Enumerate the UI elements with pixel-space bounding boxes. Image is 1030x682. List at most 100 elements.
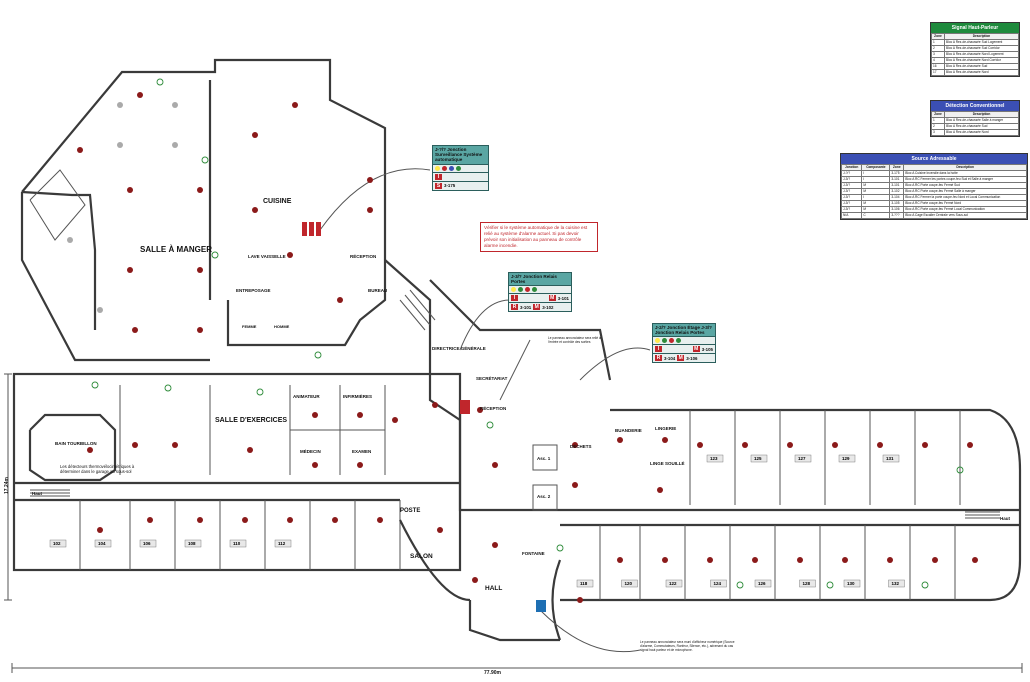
- table-cell: 17: [931, 69, 945, 76]
- room-number: 122: [669, 581, 677, 586]
- room-number: 130: [847, 581, 855, 586]
- room-number-box: [274, 539, 292, 548]
- letter-i-icon: I: [435, 173, 442, 180]
- green-dot-icon: [532, 287, 537, 293]
- table-cell: 3-???: [889, 212, 905, 219]
- room-reception-cuisine: RÉCEPTION: [350, 252, 376, 259]
- room-homme: HOMME: [274, 324, 290, 329]
- letter-m-icon: M: [533, 304, 541, 311]
- yellow-dot-icon: [511, 287, 516, 293]
- room-number: 102: [53, 541, 61, 546]
- room-number-box: [229, 539, 247, 548]
- green-dot-icon: [518, 287, 523, 293]
- legend-kitchen-zone: 3-175: [444, 183, 456, 189]
- green-dot-icon: [662, 338, 667, 344]
- room-lingerie: LINGERIE: [655, 426, 676, 431]
- room-number-box: [665, 579, 683, 588]
- table-cell: Bloc A Rez-de-chaussée Nord: [943, 69, 1020, 76]
- green-dot-icon: [456, 165, 461, 171]
- yellow-dot-icon: [655, 338, 660, 344]
- letter-m-icon: M: [548, 295, 556, 302]
- room-number: 124: [714, 581, 722, 586]
- legend-kitchen: J-?/? Jonction Surveillance Système auto…: [432, 145, 489, 191]
- room-number: 118: [580, 581, 588, 586]
- room-number: 131: [886, 456, 894, 461]
- extinguisher-icon: [302, 222, 546, 612]
- room-number-box: [139, 539, 157, 548]
- detectors: [67, 92, 978, 603]
- red-dot-icon: [442, 165, 447, 171]
- letter-r-icon: R: [655, 355, 662, 362]
- room-number-box: [710, 579, 727, 588]
- table-cell: Bloc A Cage Escalier Centrale vers Sous-…: [903, 212, 1027, 219]
- room-number-box: [882, 454, 900, 463]
- detectors-note: Les détecteurs thermovélocimétriques à d…: [60, 464, 135, 474]
- room-femme: FEMME: [242, 324, 257, 329]
- walls: [4, 58, 1023, 673]
- room-number: 120: [625, 581, 633, 586]
- room-asc1: Asc. 1: [537, 456, 551, 461]
- room-haut-right: Haut: [1000, 516, 1011, 521]
- room-hall: HALL: [485, 585, 502, 592]
- table-haut-parleur-title: Signal Haut-Parleur: [931, 23, 1019, 33]
- room-infirmieres: INFIRMIÈRES: [343, 392, 372, 399]
- room-linge-souille: LINGE SOUILLÉ: [650, 459, 685, 466]
- room-poste: POSTE: [400, 508, 420, 514]
- red-dot-icon: [525, 287, 530, 293]
- room-number-box: [843, 579, 861, 588]
- letter-m-icon: M: [692, 346, 700, 353]
- room-number-box: [621, 579, 638, 588]
- room-number: 112: [278, 541, 286, 546]
- legend-kitchen-title: J-?/? Jonction Surveillance Système auto…: [435, 147, 483, 163]
- room-fontaine: FONTAINE: [522, 551, 545, 556]
- room-number: 132: [892, 581, 900, 586]
- room-animateur: ANIMATEUR: [293, 394, 320, 399]
- room-number-box: [576, 579, 594, 588]
- room-number: 128: [803, 581, 811, 586]
- letter-i-icon: I: [655, 346, 662, 353]
- red-dot-icon: [669, 338, 674, 344]
- room-number: 104: [98, 541, 106, 546]
- room-directrice: DIRECTRICE GÉNÉRALE: [432, 344, 486, 351]
- letter-i-icon: I: [511, 295, 518, 302]
- letter-m-icon: M: [677, 355, 685, 362]
- room-number: 106: [143, 541, 151, 546]
- room-number-box: [888, 579, 905, 588]
- room-salon: SALON: [410, 553, 433, 560]
- room-number-box: [794, 454, 812, 463]
- legend-kitchen-row: [433, 163, 488, 172]
- room-buanderie: BUANDERIE: [615, 428, 642, 433]
- room-salle-a-manger: SALLE À MANGER: [140, 245, 212, 254]
- room-number-box: [49, 539, 67, 548]
- room-medecin: MÉDECIN: [300, 447, 321, 454]
- room-number-box: [706, 454, 724, 463]
- heat-detectors: [91, 78, 964, 589]
- legend-etage: J-2/? Jonction Étage J-3/? Jonction Rela…: [652, 323, 716, 364]
- dimension-height: 17.24m: [4, 476, 10, 494]
- table-conventionnel-title: Détection Conventionnel: [931, 101, 1019, 111]
- table-cell: Bloc A Rez-de-chaussée Nord: [944, 129, 1019, 136]
- bottom-note: Le panneau annonciateur sera muni d'affi…: [640, 640, 735, 652]
- yellow-dot-icon: [435, 165, 440, 171]
- legend-relais-title: J-3/? Jonction Relais Portes: [511, 274, 557, 285]
- table-adressable-title: Source Adressable: [841, 154, 1027, 164]
- panel-note: Le panneau annonciateur sera relié à l'e…: [548, 336, 601, 344]
- room-number-box: [750, 454, 768, 463]
- green-dot-icon: [676, 338, 681, 344]
- warning-note: Vérifier si le système automatique de la…: [480, 222, 598, 252]
- letter-r-icon: R: [511, 304, 518, 311]
- room-secretariat: SECRÉTARIAT: [476, 374, 508, 381]
- legend-etage-title: J-2/? Jonction Étage J-3/? Jonction Rela…: [655, 325, 712, 336]
- room-entreposage: ENTREPOSAGE: [236, 288, 271, 293]
- blue-dot-icon: [449, 165, 454, 171]
- room-cuisine: CUISINE: [263, 198, 292, 205]
- room-reception: RÉCEPTION: [480, 404, 506, 411]
- room-number: 110: [233, 541, 241, 546]
